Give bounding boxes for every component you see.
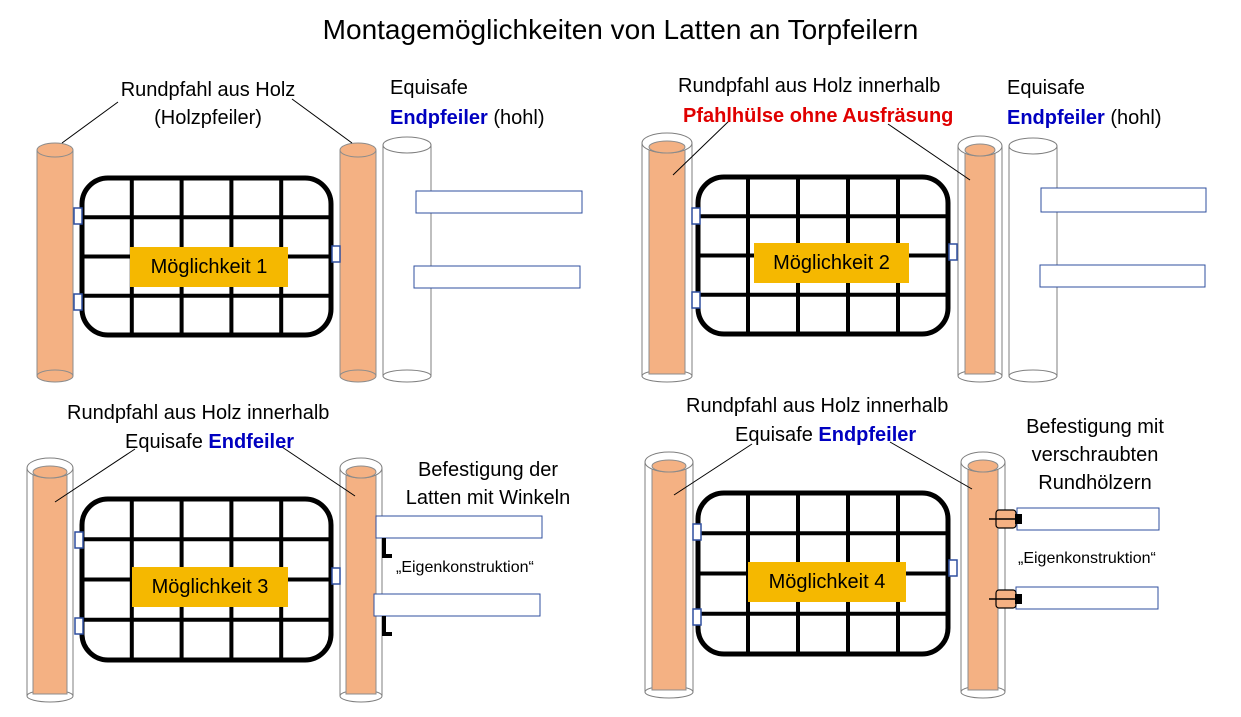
diagram-title: Montagemöglichkeiten von Latten an Torpf… [322,14,919,45]
p1-hollow-endpost-top [382,136,432,154]
p2-rail-bottom [1039,264,1206,288]
p1-left-post [36,149,74,377]
p3-rail-bottom [373,593,541,617]
p4-endpost-word: Endpfeiler [818,424,917,446]
p3-right-post-core [345,471,377,695]
p3-fix-line1: Befestigung der [417,459,559,481]
p4-custom-label: „Eigenkonstruktion“ [1018,550,1156,567]
p2-hollow-word: (hohl) [1110,107,1162,129]
p3-left-post-core-top [32,465,68,479]
p4-equisafe-word: Equisafe [735,424,813,446]
p1-left-post-top [36,142,74,158]
p1-rail-bottom [413,265,581,289]
p4-fix-line3: Rundhölzern [1038,472,1152,494]
p2-hollow-endpost-bottom [1008,369,1058,383]
p2-badge: Möglichkeit 2 [754,243,909,283]
p1-post-label-line1: Rundpfahl aus Holz [120,79,296,101]
p4-leader-right [889,441,973,490]
p4-badge: Möglichkeit 4 [748,562,906,602]
p4-fix-line2: verschraubten [1031,444,1159,466]
p1-leader-left [61,101,119,144]
p4-fix-label: Befestigung mit verschraubten Rundhölzer… [1000,413,1190,497]
p1-post-label: Rundpfahl aus Holz (Holzpfeiler) [98,76,318,132]
p2-leader-right [887,123,971,181]
p2-left-post-core-top [648,140,686,154]
p1-hinge-bottom [73,293,83,311]
p3-hinge-bottom [74,617,84,635]
p2-hollow-endpost-top [1008,137,1058,155]
p2-endpost-word: Endpfeiler [1007,107,1105,129]
p1-post-label-line2: (Holzpfeiler) [154,107,262,129]
p1-leader-right [291,98,353,144]
p2-hinge-top [691,207,701,225]
p3-leader-left [54,448,136,503]
p1-endpost-label: Endpfeiler (hohl) [390,104,545,132]
p4-screw-head-bottom [1015,594,1022,604]
p2-leader-left [672,119,731,176]
p3-post-label: Rundpfahl aus Holz innerhalb [67,402,330,424]
p2-endpost-label: Endpfeiler (hohl) [1007,104,1162,132]
p3-right-post-core-top [345,465,377,479]
p2-post-label: Rundpfahl aus Holz innerhalb [678,75,941,97]
p2-right-post-core [964,149,996,375]
p3-rail-top [375,515,543,539]
p1-left-post-bottom [36,369,74,383]
p4-left-post-core [651,465,687,691]
p1-endpost-word: Endpfeiler [390,107,488,129]
p4-left-post-core-top [651,459,687,473]
p1-equisafe-label: Equisafe [390,77,468,99]
p2-hinge-bottom [691,291,701,309]
p1-hollow-endpost [382,144,432,377]
p3-endpost-word: Endfeiler [208,431,294,453]
p4-right-post-core-top [967,459,999,473]
p2-hollow-endpost [1008,145,1058,377]
p2-equisafe-label: Equisafe [1007,77,1085,99]
p4-screw-head-top [1015,514,1022,524]
p4-hinge-top [692,523,702,541]
p3-angle-bracket-bottom [382,616,392,636]
p2-left-post-core [648,146,686,375]
p3-left-post-core [32,471,68,695]
p3-latch [331,567,341,585]
p4-right-post-core [967,465,999,691]
p4-rail-top [1016,507,1160,531]
p1-hollow-word: (hohl) [493,107,545,129]
p1-right-post-bottom [339,369,377,383]
p4-leader-left [673,443,753,496]
p1-badge: Möglichkeit 1 [130,247,288,287]
p2-rail-top [1040,187,1207,213]
p3-leader-right [281,446,356,497]
p4-latch [948,559,958,577]
p2-right-post-core-top [964,143,996,157]
p4-hinge-bottom [692,608,702,626]
p1-rail-top [415,190,583,214]
p3-fix-label: Befestigung der Latten mit Winkeln [388,456,588,512]
p3-equisafe-word: Equisafe [125,431,203,453]
p4-equisafe-line: Equisafe Endpfeiler [735,421,916,449]
p1-hollow-endpost-bottom [382,369,432,383]
p2-latch [948,243,958,261]
p4-fix-line1: Befestigung mit [1026,416,1164,438]
p3-custom-label: „Eigenkonstruktion“ [396,559,534,576]
p1-hinge-top [73,207,83,225]
p3-equisafe-line: Equisafe Endfeiler [125,428,294,456]
p3-hinge-top [74,531,84,549]
p1-right-post [339,149,377,377]
p1-latch [331,245,341,263]
p2-sleeve-label: Pfahlhülse ohne Ausfräsung [683,105,954,127]
p4-post-label: Rundpfahl aus Holz innerhalb [686,395,949,417]
p3-badge: Möglichkeit 3 [132,567,288,607]
p3-angle-bracket-top [382,538,392,558]
p4-rail-bottom [1015,586,1159,610]
p1-right-post-top [339,142,377,158]
p3-fix-line2: Latten mit Winkeln [405,487,571,509]
